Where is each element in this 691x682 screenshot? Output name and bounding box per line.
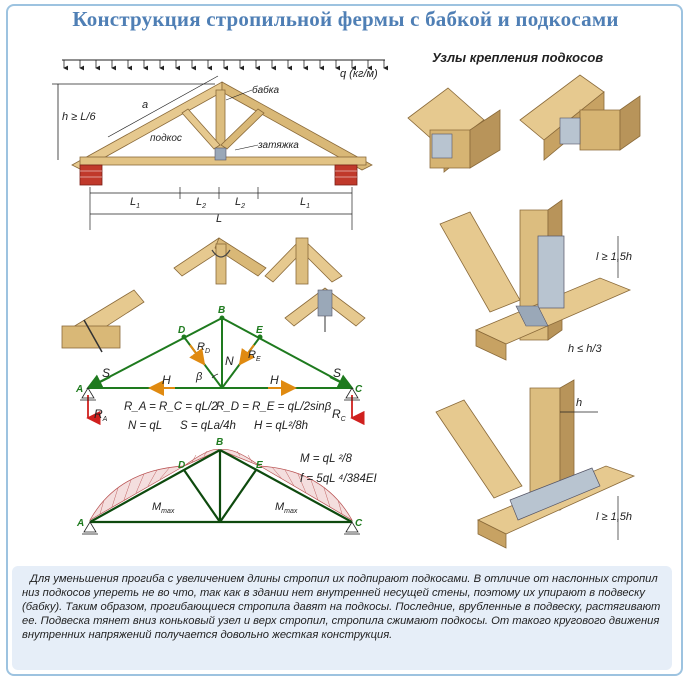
m-node-e: E (256, 460, 263, 471)
dim-l2-left: L2 (196, 196, 206, 210)
truss-rafters (71, 81, 373, 171)
dim-l-total: L (216, 213, 222, 225)
joint-3d-middle (439, 199, 632, 361)
load-label: q (кг/м) (340, 68, 378, 80)
span-dimensions (89, 187, 353, 230)
formula-n: N = qL (128, 420, 162, 432)
ridge-plate-sketch (264, 237, 343, 285)
m-node-c: C (355, 518, 363, 529)
formula-mmax: M = qL ²/8 (300, 453, 352, 465)
node-b: B (218, 305, 225, 316)
description-box: Для уменьшения прогиба с увеличением дли… (12, 566, 672, 670)
tie-label: затяжка (257, 140, 299, 151)
height-dimension (52, 83, 215, 160)
truss-steel-clamp (214, 147, 227, 161)
force-diagram (80, 315, 365, 426)
node-d: D (178, 325, 185, 336)
m-node-b: B (216, 437, 223, 448)
joint-lvr2-label: l ≥ 1,5h (596, 511, 632, 523)
m-node-d: D (178, 460, 185, 471)
reaction-ra: RA (94, 407, 108, 423)
rafter-length-label: a (142, 99, 148, 111)
force-rd: RD (197, 341, 210, 355)
node-a: A (75, 384, 83, 395)
force-n: N (225, 354, 234, 368)
height-label: h ≥ L/6 (62, 111, 96, 123)
force-s-left: S (102, 366, 110, 380)
eave-joint-sketch (61, 289, 145, 353)
joint-3d-top-left (407, 87, 501, 173)
formula-deflection: f = 5qL ⁴/384EI (300, 473, 378, 485)
strut-label: подкос (150, 133, 182, 144)
reaction-rc: RC (332, 407, 347, 423)
formula-ra: R_A = R_C = qL/2 (124, 401, 218, 413)
force-h-right: H (270, 373, 279, 387)
force-re: RE (248, 349, 261, 363)
ridge-joint-sketch (173, 237, 267, 285)
m-node-a: A (76, 518, 84, 529)
formula-rd: R_D = R_E = qL/2sinβ (216, 401, 332, 413)
joint-3d-bottom (435, 379, 636, 549)
m-max-right: Mmax (275, 501, 298, 515)
dim-l1-left: L1 (130, 196, 140, 210)
dim-l2-right: L2 (235, 196, 245, 210)
rafter-length-line (107, 75, 219, 138)
dim-l1-right: L1 (300, 196, 310, 210)
joint-hvr-label: h ≤ h/3 (568, 343, 602, 355)
formula-h: H = qL²/8h (254, 420, 308, 432)
page-title: Конструкция стропильной фермы с бабкой и… (72, 7, 619, 31)
truss-struts (181, 108, 265, 150)
joint-h-label: h (576, 397, 582, 409)
joint-3d-top-right (519, 74, 641, 161)
joint-lvr-label: l ≥ 1,5h (596, 251, 632, 263)
formula-s: S = qLa/4h (180, 420, 236, 432)
king-post-label: бабка (252, 84, 280, 96)
description-text: Для уменьшения прогиба с увеличением дли… (22, 573, 661, 641)
node-e: E (256, 325, 263, 336)
joints-subtitle: Узлы крепления подкосов (432, 50, 604, 65)
force-s-right: S (333, 366, 341, 380)
brick-supports (79, 164, 358, 186)
moment-diagram (82, 449, 360, 535)
bottom-joint-sketch (284, 287, 366, 332)
node-c: C (355, 384, 363, 395)
load-arrows (62, 59, 388, 71)
force-beta: β (195, 371, 203, 383)
m-max-left: Mmax (152, 501, 175, 515)
force-h-left: H (162, 373, 171, 387)
